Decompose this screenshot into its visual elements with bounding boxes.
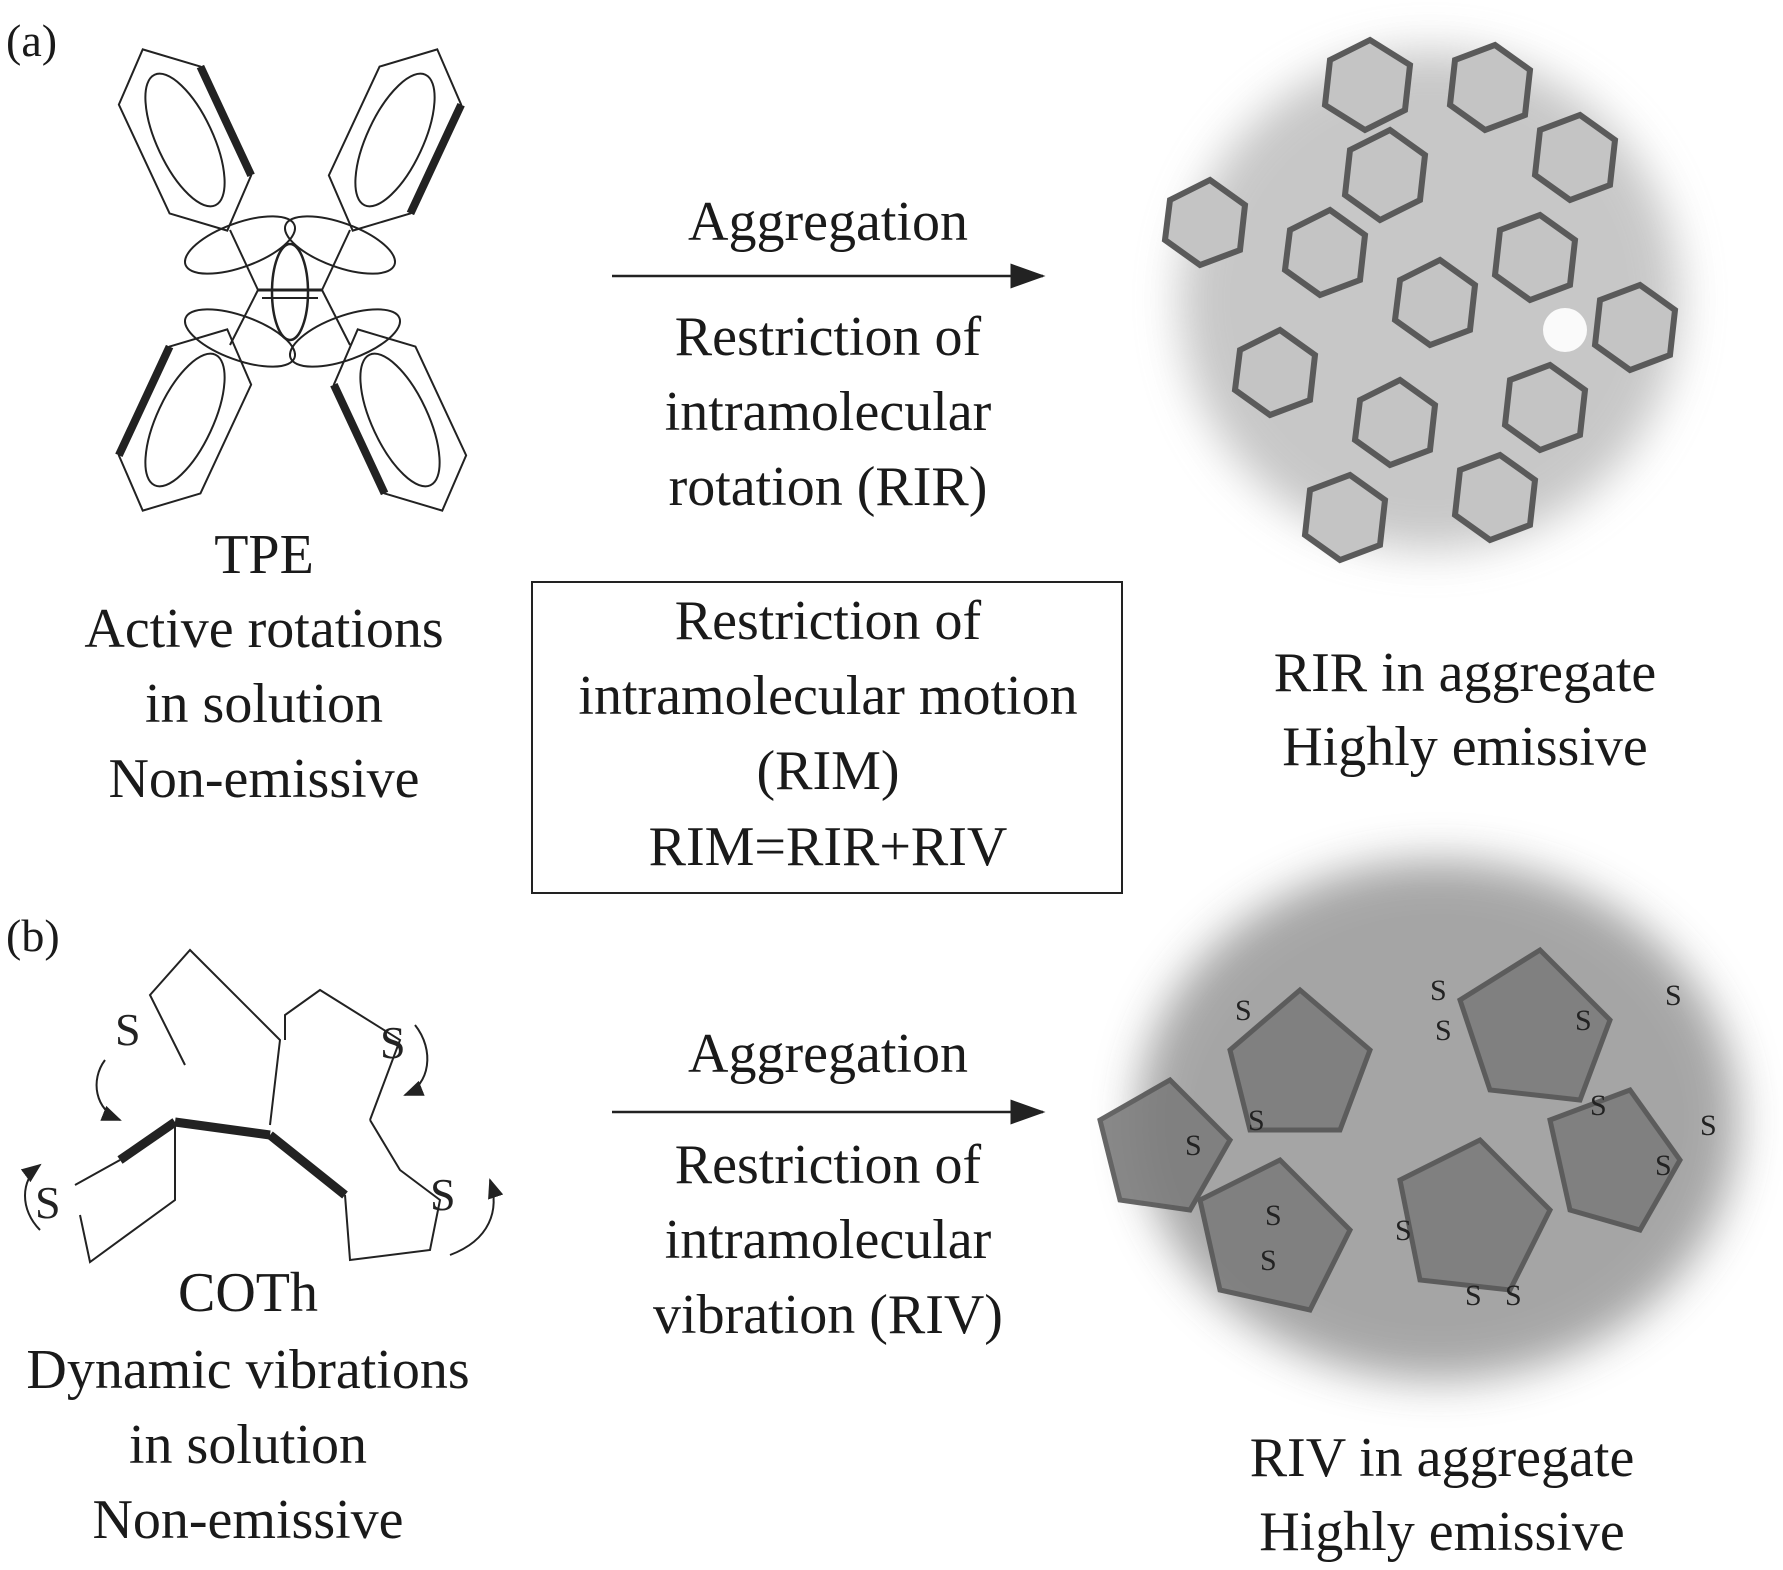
svg-text:S: S	[1260, 1244, 1277, 1277]
coth-caption-line: in solution	[128, 1414, 368, 1476]
arrow-a-below-line: intramolecular	[664, 381, 992, 443]
tpe-molecule	[115, 48, 468, 512]
svg-text:S: S	[115, 1004, 141, 1055]
coth-molecule	[20, 948, 504, 1264]
tpe-aggregate-image	[1161, 36, 1680, 564]
svg-text:S: S	[1575, 1004, 1592, 1037]
rim-box-line: (RIM)	[756, 740, 900, 802]
arrow-a-below-line: rotation (RIR)	[668, 456, 988, 518]
svg-text:S: S	[1590, 1089, 1607, 1122]
svg-text:S: S	[1505, 1279, 1522, 1312]
svg-text:S: S	[1655, 1149, 1672, 1182]
coth-name: COTh	[178, 1262, 318, 1324]
svg-text:S: S	[1185, 1129, 1202, 1162]
rir-result-line: Highly emissive	[1282, 716, 1648, 778]
svg-text:S: S	[1665, 979, 1682, 1012]
rim-box-line: Restriction of	[674, 590, 982, 652]
panel-label-a: (a)	[6, 15, 58, 66]
tpe-caption-line: Non-emissive	[108, 748, 420, 810]
svg-text:S: S	[1235, 994, 1252, 1027]
arrow-b-below-line: intramolecular	[664, 1209, 992, 1271]
svg-text:S: S	[1700, 1109, 1717, 1142]
rim-box-line: RIM=RIR+RIV	[648, 816, 1008, 878]
arrow-a-above-label: Aggregation	[688, 191, 968, 253]
svg-text:S: S	[1435, 1014, 1452, 1047]
rim-box-line: intramolecular motion	[578, 665, 1078, 727]
coth-sulfur-labels: S S S S	[35, 1004, 456, 1228]
svg-text:S: S	[1248, 1104, 1265, 1137]
svg-text:S: S	[1430, 974, 1447, 1007]
arrow-a-below-line: Restriction of	[674, 306, 982, 368]
riv-result-line: Highly emissive	[1259, 1501, 1625, 1563]
svg-text:S: S	[1265, 1199, 1282, 1232]
coth-caption-line: Non-emissive	[92, 1489, 404, 1551]
tpe-caption-line: in solution	[144, 673, 384, 735]
rir-result-line: RIR in aggregate	[1273, 642, 1657, 704]
svg-text:S: S	[1465, 1279, 1482, 1312]
arrow-b-below-line: vibration (RIV)	[653, 1284, 1003, 1346]
svg-text:S: S	[430, 1169, 456, 1220]
arrow-b-below-line: Restriction of	[674, 1134, 982, 1196]
panel-label-b: (b)	[6, 910, 60, 961]
tpe-name: TPE	[214, 524, 314, 586]
svg-text:S: S	[1395, 1214, 1412, 1247]
svg-text:S: S	[35, 1177, 61, 1228]
tpe-caption-line: Active rotations	[84, 598, 444, 660]
rim-summary-box	[531, 581, 1123, 894]
coth-caption-line: Dynamic vibrations	[26, 1339, 470, 1401]
riv-result-line: RIV in aggregate	[1249, 1427, 1635, 1489]
svg-text:S: S	[380, 1017, 406, 1068]
arrow-b-above-label: Aggregation	[688, 1023, 968, 1085]
